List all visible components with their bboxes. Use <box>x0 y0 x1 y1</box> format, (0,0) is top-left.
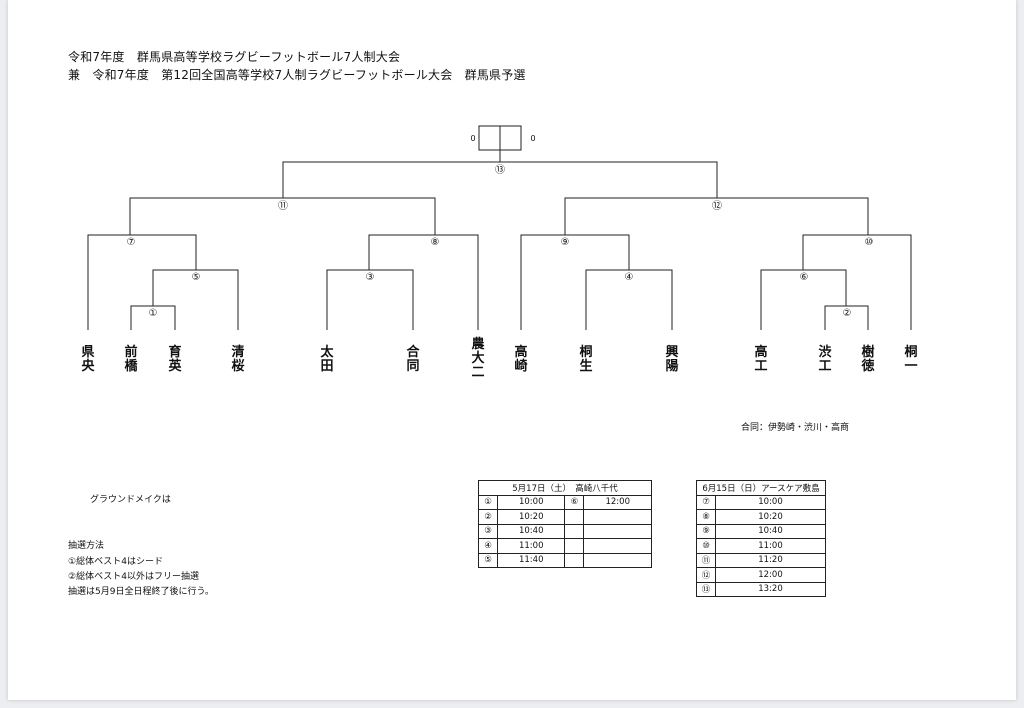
match-number: ⑩ <box>696 538 716 554</box>
match-number: ⑧ <box>696 509 716 525</box>
match-label-2: ② <box>843 308 852 319</box>
final-right-score: 0 <box>530 134 535 143</box>
match-label-11: ⑪ <box>278 200 288 212</box>
table-row: ⑬ 13:20 <box>696 581 826 597</box>
schedule-header: 5月17日（土） 高崎八千代 <box>478 480 652 496</box>
match-number: ⑪ <box>696 552 716 568</box>
lottery-rule-1: ①総体ベスト4はシード <box>68 557 163 567</box>
match-time: 11:00 <box>715 538 826 554</box>
match-time: 10:00 <box>715 494 826 510</box>
table-row: ④ 11:00 <box>478 538 652 554</box>
match-time: 10:40 <box>496 523 566 539</box>
match-time: 10:40 <box>715 523 826 539</box>
match-label-3: ③ <box>366 272 375 283</box>
match-label-8: ⑧ <box>431 237 440 248</box>
match-time <box>583 552 652 568</box>
lottery-rule-3: 抽選は5月9日全日程終了後に行う。 <box>68 587 214 597</box>
schedule-header: 6月15日（日）アースケア敷島 <box>696 480 826 496</box>
team-ikuei: 育英 <box>168 345 182 374</box>
ground-make-note: グラウンドメイクは <box>90 495 171 505</box>
match-number: ⑥ <box>564 494 585 510</box>
match-time: 11:20 <box>715 552 826 568</box>
table-row: ⑩ 11:00 <box>696 538 826 554</box>
team-godo: 合同 <box>406 345 420 374</box>
match-time <box>583 523 652 539</box>
team-maebashi: 前橋 <box>124 345 138 374</box>
match-time: 12:00 <box>715 567 826 583</box>
match-number: ④ <box>478 538 498 554</box>
match-number <box>564 552 585 568</box>
match-label-1: ① <box>149 308 158 319</box>
team-seiou: 清桜 <box>231 345 245 374</box>
match-label-10: ⑩ <box>865 237 874 248</box>
match-time: 12:00 <box>583 494 652 510</box>
match-number: ⑫ <box>696 567 716 583</box>
table-row: ⑤ 11:40 <box>478 552 652 568</box>
match-time: 10:20 <box>496 509 566 525</box>
team-kenou: 県央 <box>81 345 95 374</box>
schedule-table-may17: 5月17日（土） 高崎八千代 ① 10:00 ⑥ 12:00 ② 10:20 ③… <box>478 480 652 568</box>
match-number: ⑬ <box>696 581 716 597</box>
table-row: ⑫ 12:00 <box>696 567 826 583</box>
match-number: ① <box>478 494 498 510</box>
match-time: 10:00 <box>496 494 566 510</box>
match-time <box>583 538 652 554</box>
joint-team-note: 合同：伊勢崎・渋川・高商 <box>741 423 850 433</box>
team-kouko: 高工 <box>754 345 768 374</box>
match-time: 11:00 <box>496 538 566 554</box>
match-number: ③ <box>478 523 498 539</box>
team-shibuko: 渋工 <box>818 345 832 374</box>
table-row: ⑨ 10:40 <box>696 523 826 539</box>
final-left-score: 0 <box>470 134 475 143</box>
table-row: ① 10:00 ⑥ 12:00 <box>478 494 652 510</box>
match-label-6: ⑥ <box>800 272 809 283</box>
match-number <box>564 523 585 539</box>
match-label-5: ⑤ <box>192 272 201 283</box>
table-row: ③ 10:40 <box>478 523 652 539</box>
schedule-table-jun15: 6月15日（日）アースケア敷島 ⑦ 10:00 ⑧ 10:20 ⑨ 10:40 … <box>696 480 826 597</box>
document-sheet <box>8 0 1016 700</box>
document-title-line2: 兼 令和7年度 第12回全国高等学校7人制ラグビーフットボール大会 群馬県予選 <box>68 68 526 82</box>
match-number: ② <box>478 509 498 525</box>
document-title-line1: 令和7年度 群馬県高等学校ラグビーフットボール7人制大会 <box>68 50 401 64</box>
match-label-12: ⑫ <box>712 200 722 212</box>
match-label-9: ⑨ <box>561 237 570 248</box>
match-number <box>564 509 585 525</box>
match-time: 11:40 <box>496 552 566 568</box>
match-time <box>583 509 652 525</box>
team-jutoku: 樹徳 <box>861 345 875 374</box>
match-number: ⑦ <box>696 494 716 510</box>
table-row: ⑪ 11:20 <box>696 552 826 568</box>
match-label-4: ④ <box>625 272 634 283</box>
team-noudai-ni: 農大二 <box>471 337 485 380</box>
match-time: 10:20 <box>715 509 826 525</box>
table-row: ⑦ 10:00 <box>696 494 826 510</box>
match-number <box>564 538 585 554</box>
table-row: ② 10:20 <box>478 509 652 525</box>
table-row: ⑧ 10:20 <box>696 509 826 525</box>
team-koyo: 興陽 <box>665 345 679 374</box>
match-label-13: ⑬ <box>495 164 505 176</box>
match-label-7: ⑦ <box>127 237 136 248</box>
lottery-rule-2: ②総体ベスト4以外はフリー抽選 <box>68 572 199 582</box>
team-takasaki: 高崎 <box>514 345 528 374</box>
match-number: ⑨ <box>696 523 716 539</box>
match-number: ⑤ <box>478 552 498 568</box>
lottery-title: 抽選方法 <box>68 541 105 551</box>
team-kiryu-ichi: 桐一 <box>904 345 918 374</box>
team-kiryu: 桐生 <box>579 345 593 374</box>
team-ota: 太田 <box>320 345 334 374</box>
match-time: 13:20 <box>715 581 826 597</box>
